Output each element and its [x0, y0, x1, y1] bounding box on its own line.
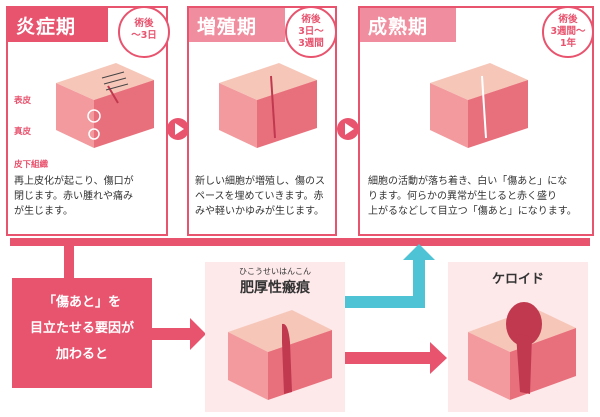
phase-title: 成熟期 — [368, 16, 429, 38]
phase-title: 炎症期 — [16, 16, 77, 38]
next-arrow-icon — [337, 118, 359, 140]
phase-description: 細胞の活動が落ち着き、白い「傷あと」にな ります。何らかの異常が生じると赤く盛り… — [368, 174, 577, 219]
phase-card-maturation: 成熟期 術後 3週間〜 1年 細胞の活動が落ち着き、白い「傷あと」にな ります。… — [358, 6, 594, 236]
description-line: ります。何らかの異常が生じると赤く盛り — [368, 191, 557, 202]
period-line: 3日〜 — [298, 26, 324, 37]
phase-card-inflammation: 炎症期 術後 〜3日 表皮 真皮 皮下組織 再上皮化が起こり、傷口が 閉じます。… — [6, 6, 170, 236]
description-line: 細胞の活動が落ち着き、白い「傷あと」にな — [368, 176, 568, 187]
layer-label-epidermis: 表皮 — [14, 96, 32, 106]
phase-header: 炎症期 — [8, 8, 108, 42]
hypertrophic-scar-panel: ひこうせいはんこん 肥厚性瘢痕 — [205, 262, 345, 412]
period-line: 〜3日 — [131, 30, 157, 41]
period-badge: 術後 3日〜 3週間 — [285, 6, 337, 58]
period-line: 3週間〜 — [550, 26, 586, 37]
layer-label-subcutis: 皮下組織 — [14, 160, 49, 170]
cause-text: 「傷あと」を 目立たせる要因が 加わると — [12, 290, 152, 368]
hypertrophic-scar-title: 肥厚性瘢痕 — [240, 280, 310, 296]
cause-box: 「傷あと」を 目立たせる要因が 加わると — [12, 278, 152, 388]
description-line: 上がるなどして目立つ「傷あと」になります。 — [368, 206, 577, 217]
description-line: ペースを埋めていきます。赤 — [195, 191, 324, 202]
cause-line: 目立たせる要因が — [29, 321, 134, 336]
skin-healing-illustration — [219, 63, 317, 148]
keloid-illustration — [468, 302, 576, 400]
description-line: が生じます。 — [14, 206, 73, 217]
phase-header: 増殖期 — [189, 8, 285, 42]
hypertrophic-scar-reading: ひこうせいはんこん — [239, 267, 311, 276]
period-line: 術後 — [558, 14, 578, 25]
phase-description: 再上皮化が起こり、傷口が 閉じます。赤い腫れや痛み が生じます。 — [14, 174, 134, 219]
description-line: みや軽いかゆみが生じます。 — [195, 206, 324, 217]
period-badge: 術後 3週間〜 1年 — [542, 6, 594, 58]
description-line: 再上皮化が起こり、傷口が — [14, 176, 134, 187]
period-line: 1年 — [559, 38, 577, 49]
next-arrow-icon — [167, 118, 189, 140]
period-line: 3週間 — [298, 38, 324, 49]
phase-header: 成熟期 — [360, 8, 456, 42]
keloid-panel: ケロイド — [448, 262, 588, 412]
description-line: 新しい細胞が増殖し、傷のス — [195, 176, 325, 187]
cause-line: 「傷あと」を — [42, 295, 121, 310]
cause-line: 加わると — [55, 347, 108, 362]
skin-matured-illustration — [430, 63, 528, 148]
period-line: 術後 — [301, 14, 321, 25]
period-line: 術後 — [134, 18, 154, 29]
skin-wound-illustration — [56, 63, 154, 148]
layer-label-dermis: 真皮 — [14, 127, 32, 137]
phase-card-proliferation: 増殖期 術後 3日〜 3週間 新しい細胞が増殖し、傷のス ペースを埋めていきます… — [187, 6, 337, 236]
keloid-title: ケロイド — [491, 272, 544, 287]
period-badge: 術後 〜3日 — [118, 6, 170, 58]
phase-description: 新しい細胞が増殖し、傷のス ペースを埋めていきます。赤 みや軽いかゆみが生じます… — [195, 174, 325, 219]
description-line: 閉じます。赤い腫れや痛み — [14, 191, 133, 202]
hypertrophic-scar-illustration — [228, 310, 332, 400]
phase-title: 増殖期 — [197, 16, 258, 38]
